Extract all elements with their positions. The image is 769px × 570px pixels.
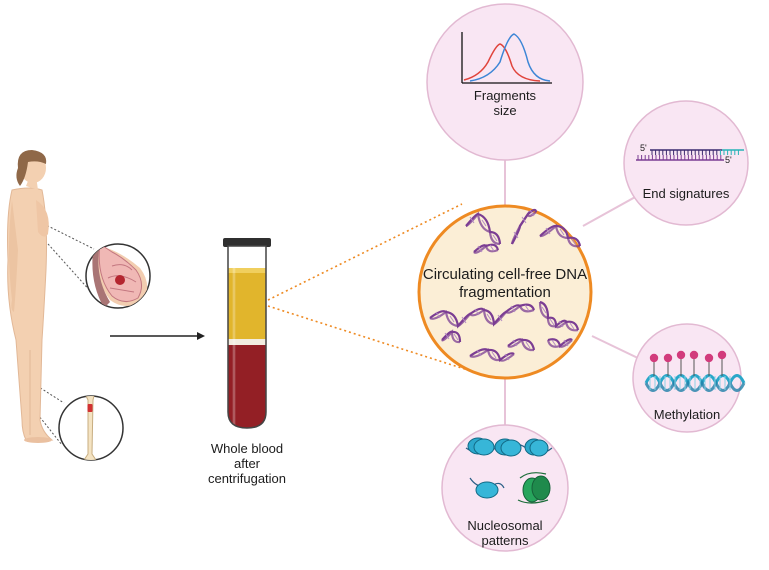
strand-5prime-bottom: 5' <box>725 155 732 165</box>
breast-inset-icon <box>85 243 151 309</box>
tube-label: Whole blood after centrifugation <box>207 441 287 486</box>
strand-5prime-top: 5' <box>640 143 647 153</box>
nucleosomal-patterns-label: Nucleosomal patterns <box>467 518 543 548</box>
fragments-size-label: Fragments size <box>473 88 537 118</box>
methylation-label: Methylation <box>653 407 721 422</box>
blood-tube-icon <box>223 238 271 429</box>
connector-lines <box>504 160 643 428</box>
arrow <box>110 332 205 340</box>
nucleosome-icons <box>465 437 553 504</box>
methylated-dna <box>644 350 746 392</box>
end-signatures-bubble <box>623 100 749 226</box>
bone-inset-icon <box>58 395 124 461</box>
nucleosomal-patterns-bubble <box>441 424 569 552</box>
dna-end-strands <box>636 149 744 161</box>
woman-figure <box>7 150 54 443</box>
cfdna-label: Circulating cell-free DNA fragmentation <box>422 266 588 301</box>
zoom-lines <box>267 203 475 373</box>
end-signatures-label: End signatures <box>642 186 730 201</box>
cfdna-circle <box>417 204 593 380</box>
fragments-size-bubble <box>426 3 584 161</box>
dna-strands <box>429 208 582 363</box>
methylation-bubble <box>632 323 746 433</box>
